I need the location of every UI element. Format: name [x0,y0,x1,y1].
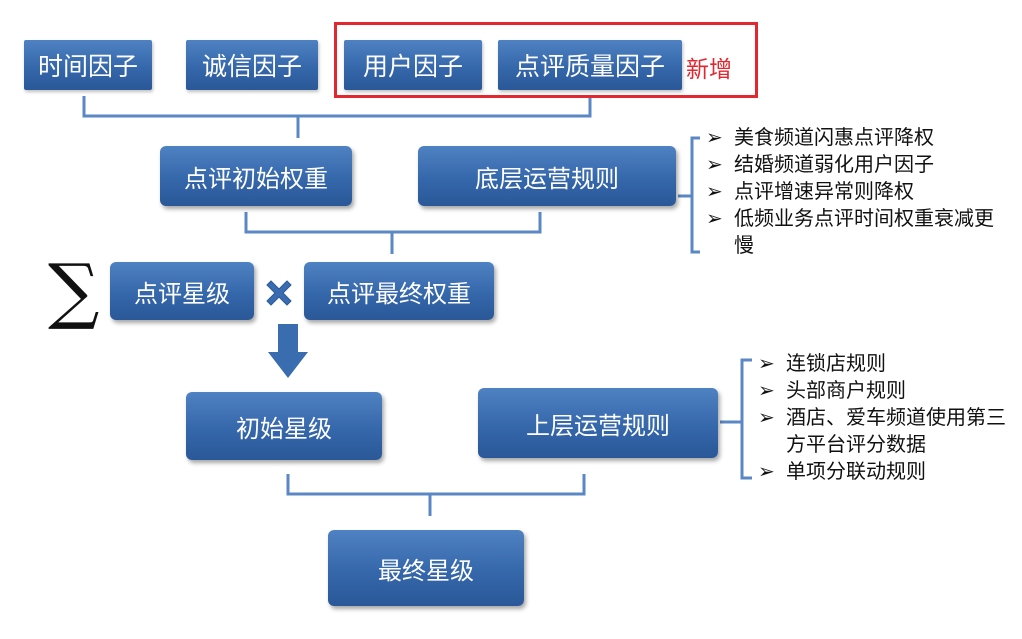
initial-star-label: 初始星级 [236,414,332,443]
upper-rules-list: ➢连锁店规则 ➢头部商户规则 ➢酒店、爱车频道使用第三方平台评分数据 ➢单项分联… [756,350,1016,485]
final-weight-box: 点评最终权重 [304,262,494,320]
final-star-box: 最终星级 [328,530,524,606]
credit-factor-label: 诚信因子 [201,52,302,81]
multiply-icon [266,280,292,306]
list-item: ➢酒店、爱车频道使用第三方平台评分数据 [758,405,1006,456]
base-rules-list: ➢美食频道闪惠点评降权 ➢结婚频道弱化用户因子 ➢点评增速异常则降权 ➢低频业务… [704,124,1014,259]
middle-bracket [244,212,542,234]
user-factor-box: 用户因子 [344,40,482,90]
list-item: ➢结婚频道弱化用户因子 [706,152,934,176]
upper-rules-label: 上层运营规则 [526,411,670,440]
time-factor-label: 时间因子 [37,52,138,81]
initial-weight-label: 点评初始权重 [184,164,328,193]
time-factor-box: 时间因子 [24,40,152,90]
factor-bracket [82,96,592,118]
down-arrow-icon [268,324,308,378]
upper-rules-brace [740,358,752,480]
list-item: ➢低频业务点评时间权重衰减更慢 [706,206,994,257]
lower-bracket [286,474,586,496]
base-rules-brace [690,136,700,254]
sum-symbol: ∑ [48,248,100,332]
base-rules-label: 底层运营规则 [475,164,619,193]
list-item: ➢头部商户规则 [758,378,906,402]
credit-factor-box: 诚信因子 [186,40,318,90]
list-item: ➢点评增速异常则降权 [706,179,914,203]
review-quality-factor-label: 点评质量因子 [514,52,665,81]
final-weight-label: 点评最终权重 [327,279,471,308]
new-factors-highlight-frame [334,22,758,98]
list-item: ➢美食频道闪惠点评降权 [706,125,934,149]
list-item: ➢连锁店规则 [758,351,886,375]
initial-weight-box: 点评初始权重 [160,146,352,206]
star-level-label: 点评星级 [134,279,230,308]
star-level-box: 点评星级 [110,262,254,320]
new-tag: 新增 [686,57,732,83]
initial-star-box: 初始星级 [186,392,382,460]
list-item: ➢单项分联动规则 [758,459,926,483]
user-factor-label: 用户因子 [362,52,463,81]
final-star-label: 最终星级 [378,556,474,585]
review-quality-factor-box: 点评质量因子 [498,40,682,90]
base-rules-box: 底层运营规则 [418,146,676,206]
upper-rules-box: 上层运营规则 [478,388,718,458]
